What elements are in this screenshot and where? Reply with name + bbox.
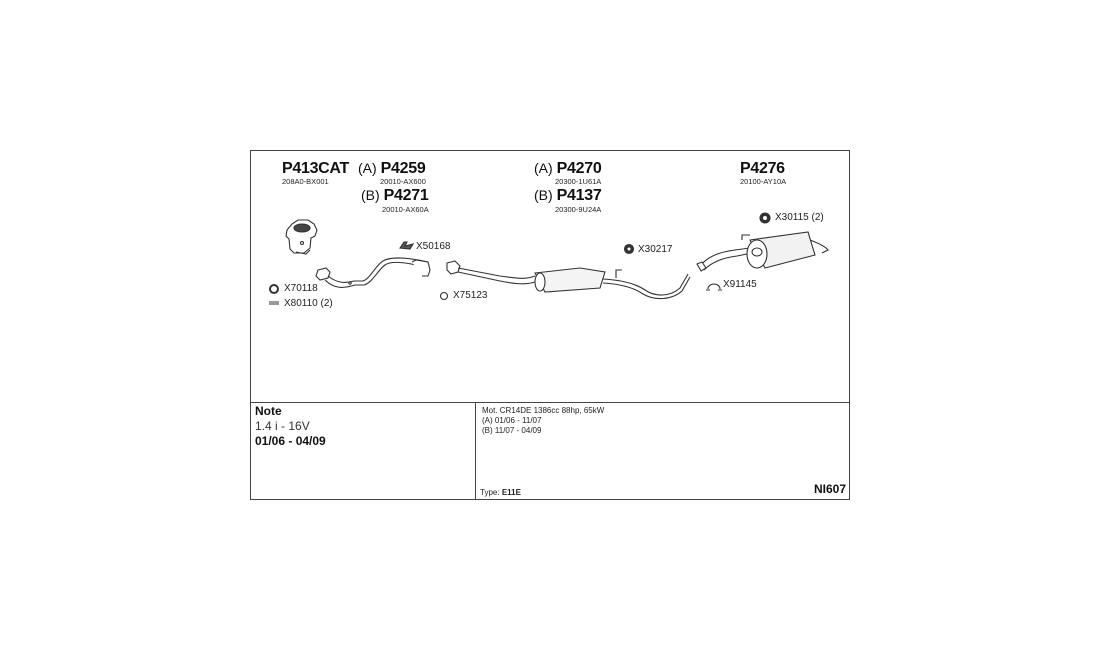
variant-label: (A) bbox=[358, 160, 377, 176]
clamp-icon bbox=[706, 283, 722, 291]
part-label-p4259: (A)P4259 bbox=[358, 160, 426, 178]
part-label-p4271: (B)P4271 bbox=[361, 187, 429, 205]
variant-label: (A) bbox=[534, 160, 553, 176]
gasket-ring-icon bbox=[269, 284, 279, 294]
accessory-x80110: X80110 (2) bbox=[284, 298, 333, 309]
part-number: P4259 bbox=[380, 160, 426, 177]
oem-number: 20300-9U24A bbox=[555, 205, 602, 214]
type-label: Type: bbox=[480, 488, 500, 497]
part-label-p4270: (A)P4270 bbox=[534, 160, 602, 178]
accessory-code: X75123 bbox=[453, 290, 488, 301]
variant-b-period: (B) 11/07 - 04/09 bbox=[482, 426, 542, 435]
oem-number: 20010-AX600 bbox=[380, 177, 426, 186]
o-ring-icon bbox=[439, 291, 449, 301]
section-divider bbox=[250, 402, 850, 403]
catalytic-converter-drawing bbox=[285, 219, 318, 255]
accessory-code: X70118 bbox=[284, 283, 318, 294]
accessory-code: X91145 bbox=[723, 279, 757, 290]
rear-muffler-drawing bbox=[696, 231, 829, 272]
part-label-p4137: (B)P4137 bbox=[534, 187, 602, 205]
diagram-frame bbox=[250, 150, 850, 500]
accessory-x50168: X50168 bbox=[416, 241, 450, 252]
accessory-code: X50168 bbox=[416, 241, 451, 252]
part-label-p413cat: P413CAT 208A0-BX001 bbox=[282, 160, 349, 186]
part-number: P4276 bbox=[740, 160, 785, 177]
accessory-code: X80110 (2) bbox=[284, 298, 333, 309]
variant-a-period: (A) 01/06 - 11/07 bbox=[482, 416, 542, 425]
oem-number: 20100-AY10A bbox=[740, 177, 787, 186]
note-section: Note 1.4 i - 16V 01/06 - 04/09 bbox=[255, 404, 326, 449]
engine-label: 1.4 i - 16V bbox=[255, 419, 310, 433]
specs-section: Mot. CR14DE 1386cc 88hp, 65kW (A) 01/06 … bbox=[482, 406, 604, 436]
type-value: E11E bbox=[501, 488, 521, 497]
front-pipe-drawing bbox=[315, 257, 431, 288]
accessory-x91145: X91145 bbox=[723, 279, 757, 290]
spring-icon bbox=[269, 301, 279, 305]
oem-number: 208A0-BX001 bbox=[282, 177, 329, 186]
part-label-p4276: P4276 20100-AY10A bbox=[740, 160, 786, 186]
part-number: P413CAT bbox=[282, 160, 349, 177]
variant-label: (B) bbox=[534, 187, 553, 203]
vehicle-type: Type: E11E bbox=[480, 488, 521, 497]
diagram-code: NI607 bbox=[814, 482, 847, 496]
accessory-x30115: X30115 (2) bbox=[775, 212, 824, 223]
accessory-x30217: X30217 bbox=[638, 244, 672, 255]
motor-spec: Mot. CR14DE 1386cc 88hp, 65kW bbox=[482, 406, 605, 415]
bracket-icon bbox=[399, 241, 415, 250]
variant-label: (B) bbox=[361, 187, 380, 203]
accessory-code: X30217 bbox=[638, 244, 673, 255]
accessory-x70118: X70118 bbox=[284, 283, 318, 294]
center-muffler-drawing bbox=[446, 260, 691, 300]
accessory-x75123: X75123 bbox=[453, 290, 487, 301]
part-number: P4270 bbox=[556, 160, 602, 177]
part-number: P4271 bbox=[383, 187, 429, 204]
oem-number: 20010-AX60A bbox=[382, 205, 429, 214]
accessory-code: X30115 (2) bbox=[775, 212, 824, 223]
oem-number: 20300-1U61A bbox=[555, 177, 602, 186]
column-divider bbox=[475, 402, 476, 499]
period-label: 01/06 - 04/09 bbox=[255, 434, 326, 448]
note-title: Note bbox=[255, 404, 282, 418]
part-number: P4137 bbox=[556, 187, 602, 204]
